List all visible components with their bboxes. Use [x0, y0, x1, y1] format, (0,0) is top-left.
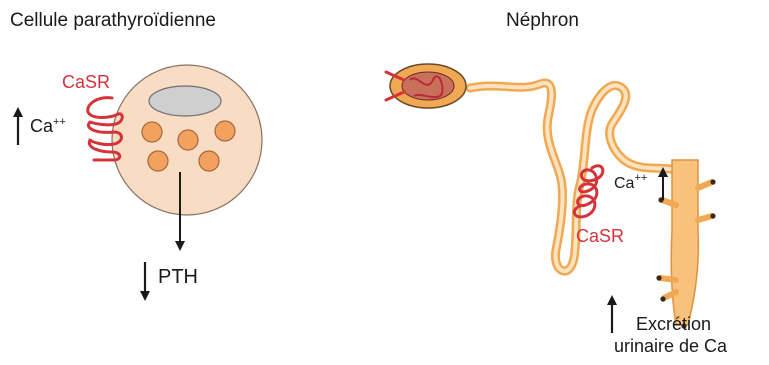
granule: [148, 151, 168, 171]
casr-label-left: CaSR: [62, 72, 110, 93]
parathyroid-cell: [112, 65, 262, 215]
ca-superscript: ++: [634, 172, 647, 184]
excretion-label-line1: Excrétion: [636, 314, 711, 335]
granule: [142, 122, 162, 142]
granule: [199, 151, 219, 171]
cell-nucleus: [149, 86, 221, 116]
ca-ion-text: Ca: [30, 116, 53, 136]
ca-ion-text: Ca: [614, 175, 634, 192]
collecting-duct: [671, 160, 698, 325]
ca-label-left: Ca++: [30, 116, 66, 137]
ca-label-nephron: Ca++: [614, 175, 647, 193]
pth-label: PTH: [158, 266, 198, 289]
ca-superscript: ++: [53, 116, 66, 128]
excretion-label-line2: urinaire de Ca: [614, 336, 727, 357]
granule: [178, 130, 198, 150]
casr-label-nephron: CaSR: [576, 226, 624, 247]
nephron: [386, 64, 716, 329]
granule: [215, 121, 235, 141]
